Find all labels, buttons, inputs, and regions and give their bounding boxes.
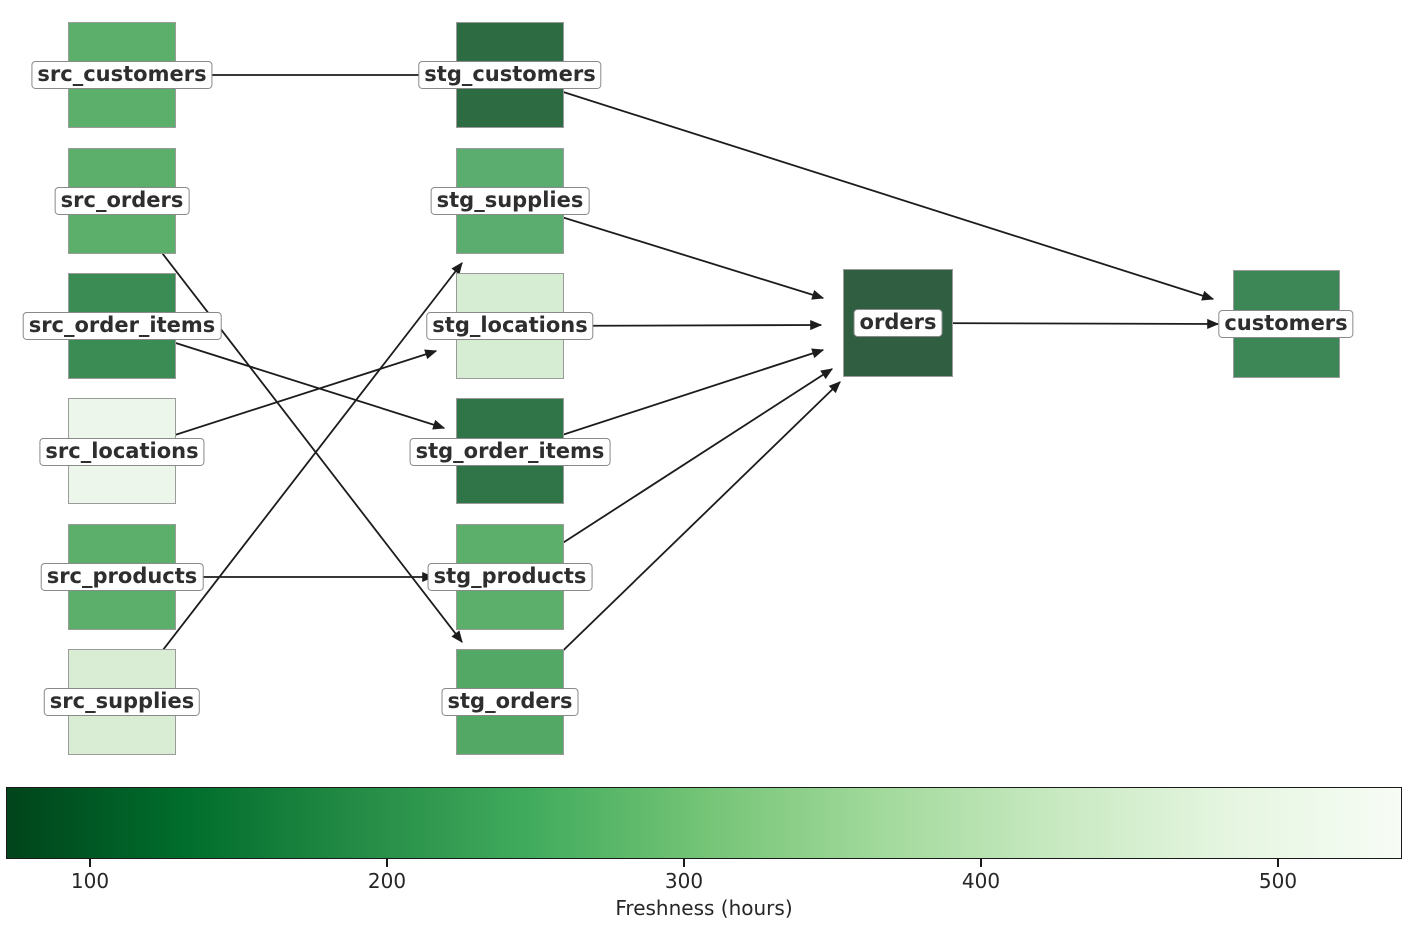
colorbar-tick-300: [683, 859, 685, 867]
colorbar-tick-200: [386, 859, 388, 867]
node-label-src_customers: src_customers: [31, 60, 213, 90]
node-label-stg_order_items: stg_order_items: [409, 437, 611, 467]
colorbar-tick-100: [89, 859, 91, 867]
node-label-customers: customers: [1218, 309, 1354, 339]
edge-stg_orders-to-orders: [509, 381, 841, 703]
node-label-src_supplies: src_supplies: [43, 687, 201, 717]
colorbar-tick-label-100: 100: [70, 869, 110, 893]
edge-src_supplies-to-stg_supplies: [121, 262, 463, 704]
freshness-colorbar: [6, 787, 1402, 859]
colorbar-tick-label-400: 400: [961, 869, 1001, 893]
edges-group: [121, 69, 1220, 704]
node-label-src_locations: src_locations: [39, 437, 205, 467]
colorbar-tick-label-300: 300: [664, 869, 704, 893]
node-label-stg_products: stg_products: [427, 562, 593, 592]
node-label-src_order_items: src_order_items: [22, 311, 222, 341]
node-label-src_products: src_products: [40, 562, 204, 592]
node-label-stg_customers: stg_customers: [418, 60, 602, 90]
node-label-src_orders: src_orders: [54, 186, 190, 216]
colorbar-tick-label-200: 200: [367, 869, 407, 893]
colorbar-tick-400: [980, 859, 982, 867]
colorbar-axis-label: Freshness (hours): [615, 896, 793, 920]
node-label-stg_orders: stg_orders: [441, 687, 579, 717]
node-label-stg_supplies: stg_supplies: [430, 186, 590, 216]
node-label-orders: orders: [853, 308, 943, 338]
colorbar-tick-500: [1277, 859, 1279, 867]
node-label-stg_locations: stg_locations: [426, 311, 594, 341]
edge-stg_customers-to-customers: [509, 74, 1215, 301]
edge-src_orders-to-stg_orders: [121, 200, 463, 643]
colorbar-tick-label-500: 500: [1258, 869, 1298, 893]
